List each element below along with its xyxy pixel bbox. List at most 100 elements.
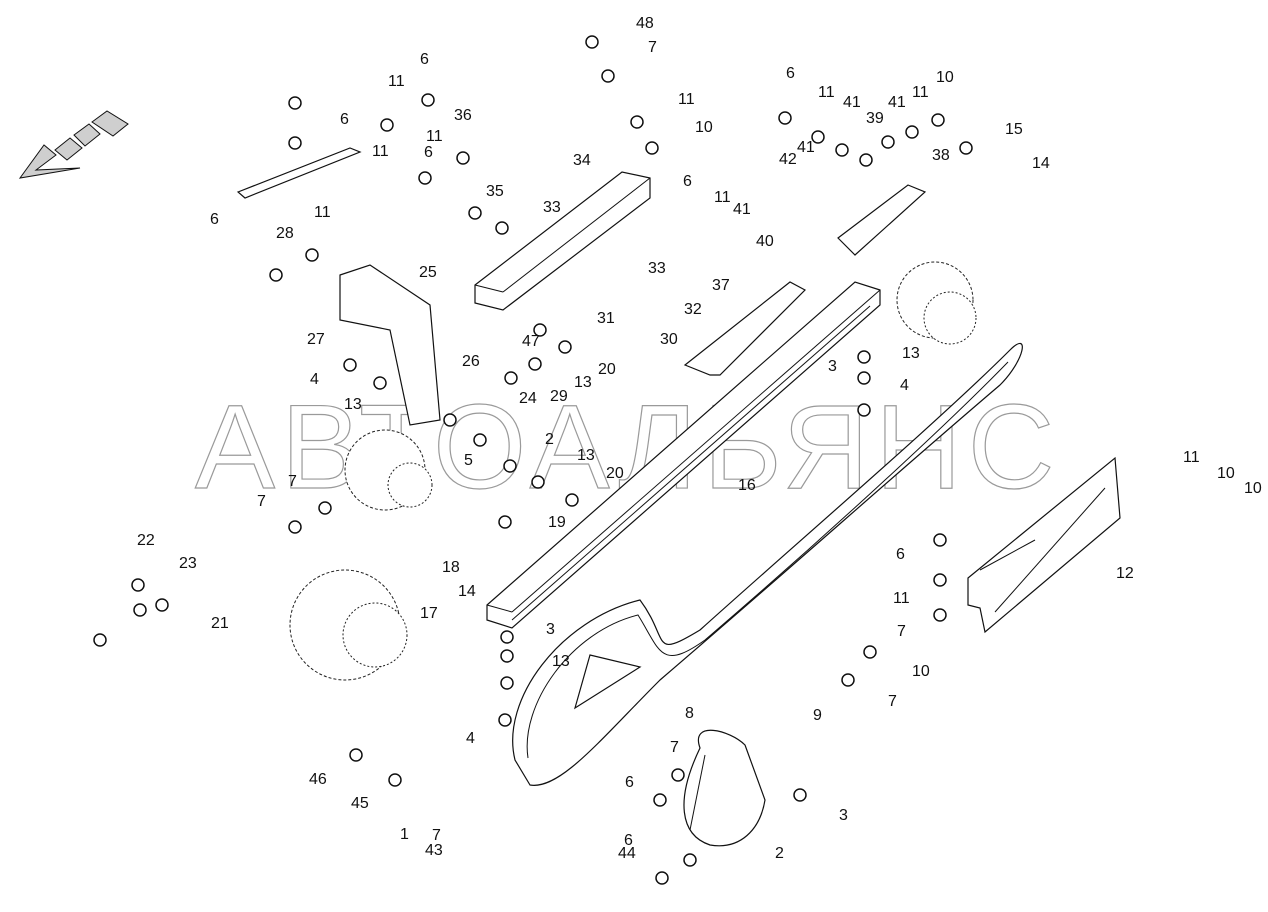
fastener-37 <box>93 633 107 647</box>
callout-3: 3 <box>839 807 848 824</box>
fastener-31 <box>531 475 545 489</box>
fastener-18 <box>269 268 283 282</box>
callout-10: 10 <box>912 663 930 680</box>
callout-8: 8 <box>685 705 694 722</box>
callout-41: 41 <box>843 94 861 111</box>
callout-14: 14 <box>458 583 476 600</box>
callout-40: 40 <box>756 233 774 250</box>
callout-26: 26 <box>462 353 480 370</box>
callout-4: 4 <box>900 377 909 394</box>
callout-35: 35 <box>486 183 504 200</box>
fastener-22 <box>533 323 547 337</box>
callout-7: 7 <box>288 473 297 490</box>
rail-34 <box>474 171 651 311</box>
fastener-46 <box>500 630 514 644</box>
callout-10: 10 <box>695 119 713 136</box>
plate-37 <box>683 281 806 376</box>
callout-3: 3 <box>546 621 555 638</box>
rail-16 <box>486 281 881 629</box>
belt-8 <box>512 342 1023 786</box>
callout-24: 24 <box>519 390 537 407</box>
callout-31: 31 <box>597 310 615 327</box>
plate-38 <box>837 184 927 256</box>
callout-37: 37 <box>712 277 730 294</box>
callout-33: 33 <box>543 199 561 216</box>
callout-10: 10 <box>936 69 954 86</box>
callout-11: 11 <box>388 73 405 90</box>
callout-41: 41 <box>888 94 906 111</box>
callout-11: 11 <box>893 590 910 607</box>
callout-6: 6 <box>625 774 634 791</box>
callout-7: 7 <box>888 693 897 710</box>
callout-44: 44 <box>618 845 636 862</box>
callout-43: 43 <box>425 842 443 859</box>
callout-30: 30 <box>660 331 678 348</box>
cover-1 <box>683 729 766 847</box>
fastener-39 <box>857 350 871 364</box>
callout-11: 11 <box>678 91 695 108</box>
callout-7: 7 <box>670 739 679 756</box>
callout-13: 13 <box>344 396 362 413</box>
callout-1: 1 <box>400 826 409 843</box>
fastener-14 <box>380 118 394 132</box>
fastener-0 <box>585 35 599 49</box>
fastener-40 <box>857 371 871 385</box>
callout-20: 20 <box>598 361 616 378</box>
callout-18: 18 <box>442 559 460 576</box>
callout-23: 23 <box>179 555 197 572</box>
callout-19: 19 <box>548 514 566 531</box>
callout-17: 17 <box>420 605 438 622</box>
fastener-58 <box>793 788 807 802</box>
fastener-20 <box>468 206 482 220</box>
callout-47: 47 <box>522 333 540 350</box>
fastener-9 <box>905 125 919 139</box>
callout-27: 27 <box>307 331 325 348</box>
callout-6: 6 <box>896 546 905 563</box>
fastener-49 <box>498 713 512 727</box>
callout-9: 9 <box>813 707 822 724</box>
fastener-2 <box>630 115 644 129</box>
fastener-7 <box>859 153 873 167</box>
fastener-10 <box>931 113 945 127</box>
fastener-29 <box>473 433 487 447</box>
callout-2: 2 <box>545 431 554 448</box>
gearbox-middle <box>344 429 433 511</box>
callout-5: 5 <box>464 452 473 469</box>
callout-6: 6 <box>424 144 433 161</box>
callout-6: 6 <box>210 211 219 228</box>
callout-46: 46 <box>309 771 327 788</box>
fastener-48 <box>500 676 514 690</box>
plate-36 <box>236 147 362 199</box>
callout-11: 11 <box>818 84 835 101</box>
fastener-30 <box>503 459 517 473</box>
fastener-44 <box>933 573 947 587</box>
fastener-56 <box>683 853 697 867</box>
callout-6: 6 <box>786 65 795 82</box>
fastener-12 <box>288 96 302 110</box>
callout-33: 33 <box>648 260 666 277</box>
callout-16: 16 <box>738 477 756 494</box>
callout-3: 3 <box>828 358 837 375</box>
fastener-36 <box>133 603 147 617</box>
callout-7: 7 <box>897 623 906 640</box>
fastener-11 <box>959 141 973 155</box>
callout-41: 41 <box>733 201 751 218</box>
fastener-1 <box>601 69 615 83</box>
fastener-32 <box>565 493 579 507</box>
callout-6: 6 <box>683 173 692 190</box>
callout-4: 4 <box>310 371 319 388</box>
fastener-26 <box>343 358 357 372</box>
fastener-27 <box>373 376 387 390</box>
fastener-28 <box>443 413 457 427</box>
fastener-41 <box>857 403 871 417</box>
callout-12: 12 <box>1116 565 1134 582</box>
callout-11: 11 <box>1183 449 1200 466</box>
fastener-51 <box>841 673 855 687</box>
callout-13: 13 <box>577 447 595 464</box>
fastener-13 <box>288 136 302 150</box>
callout-4: 4 <box>466 730 475 747</box>
fastener-17 <box>456 151 470 165</box>
